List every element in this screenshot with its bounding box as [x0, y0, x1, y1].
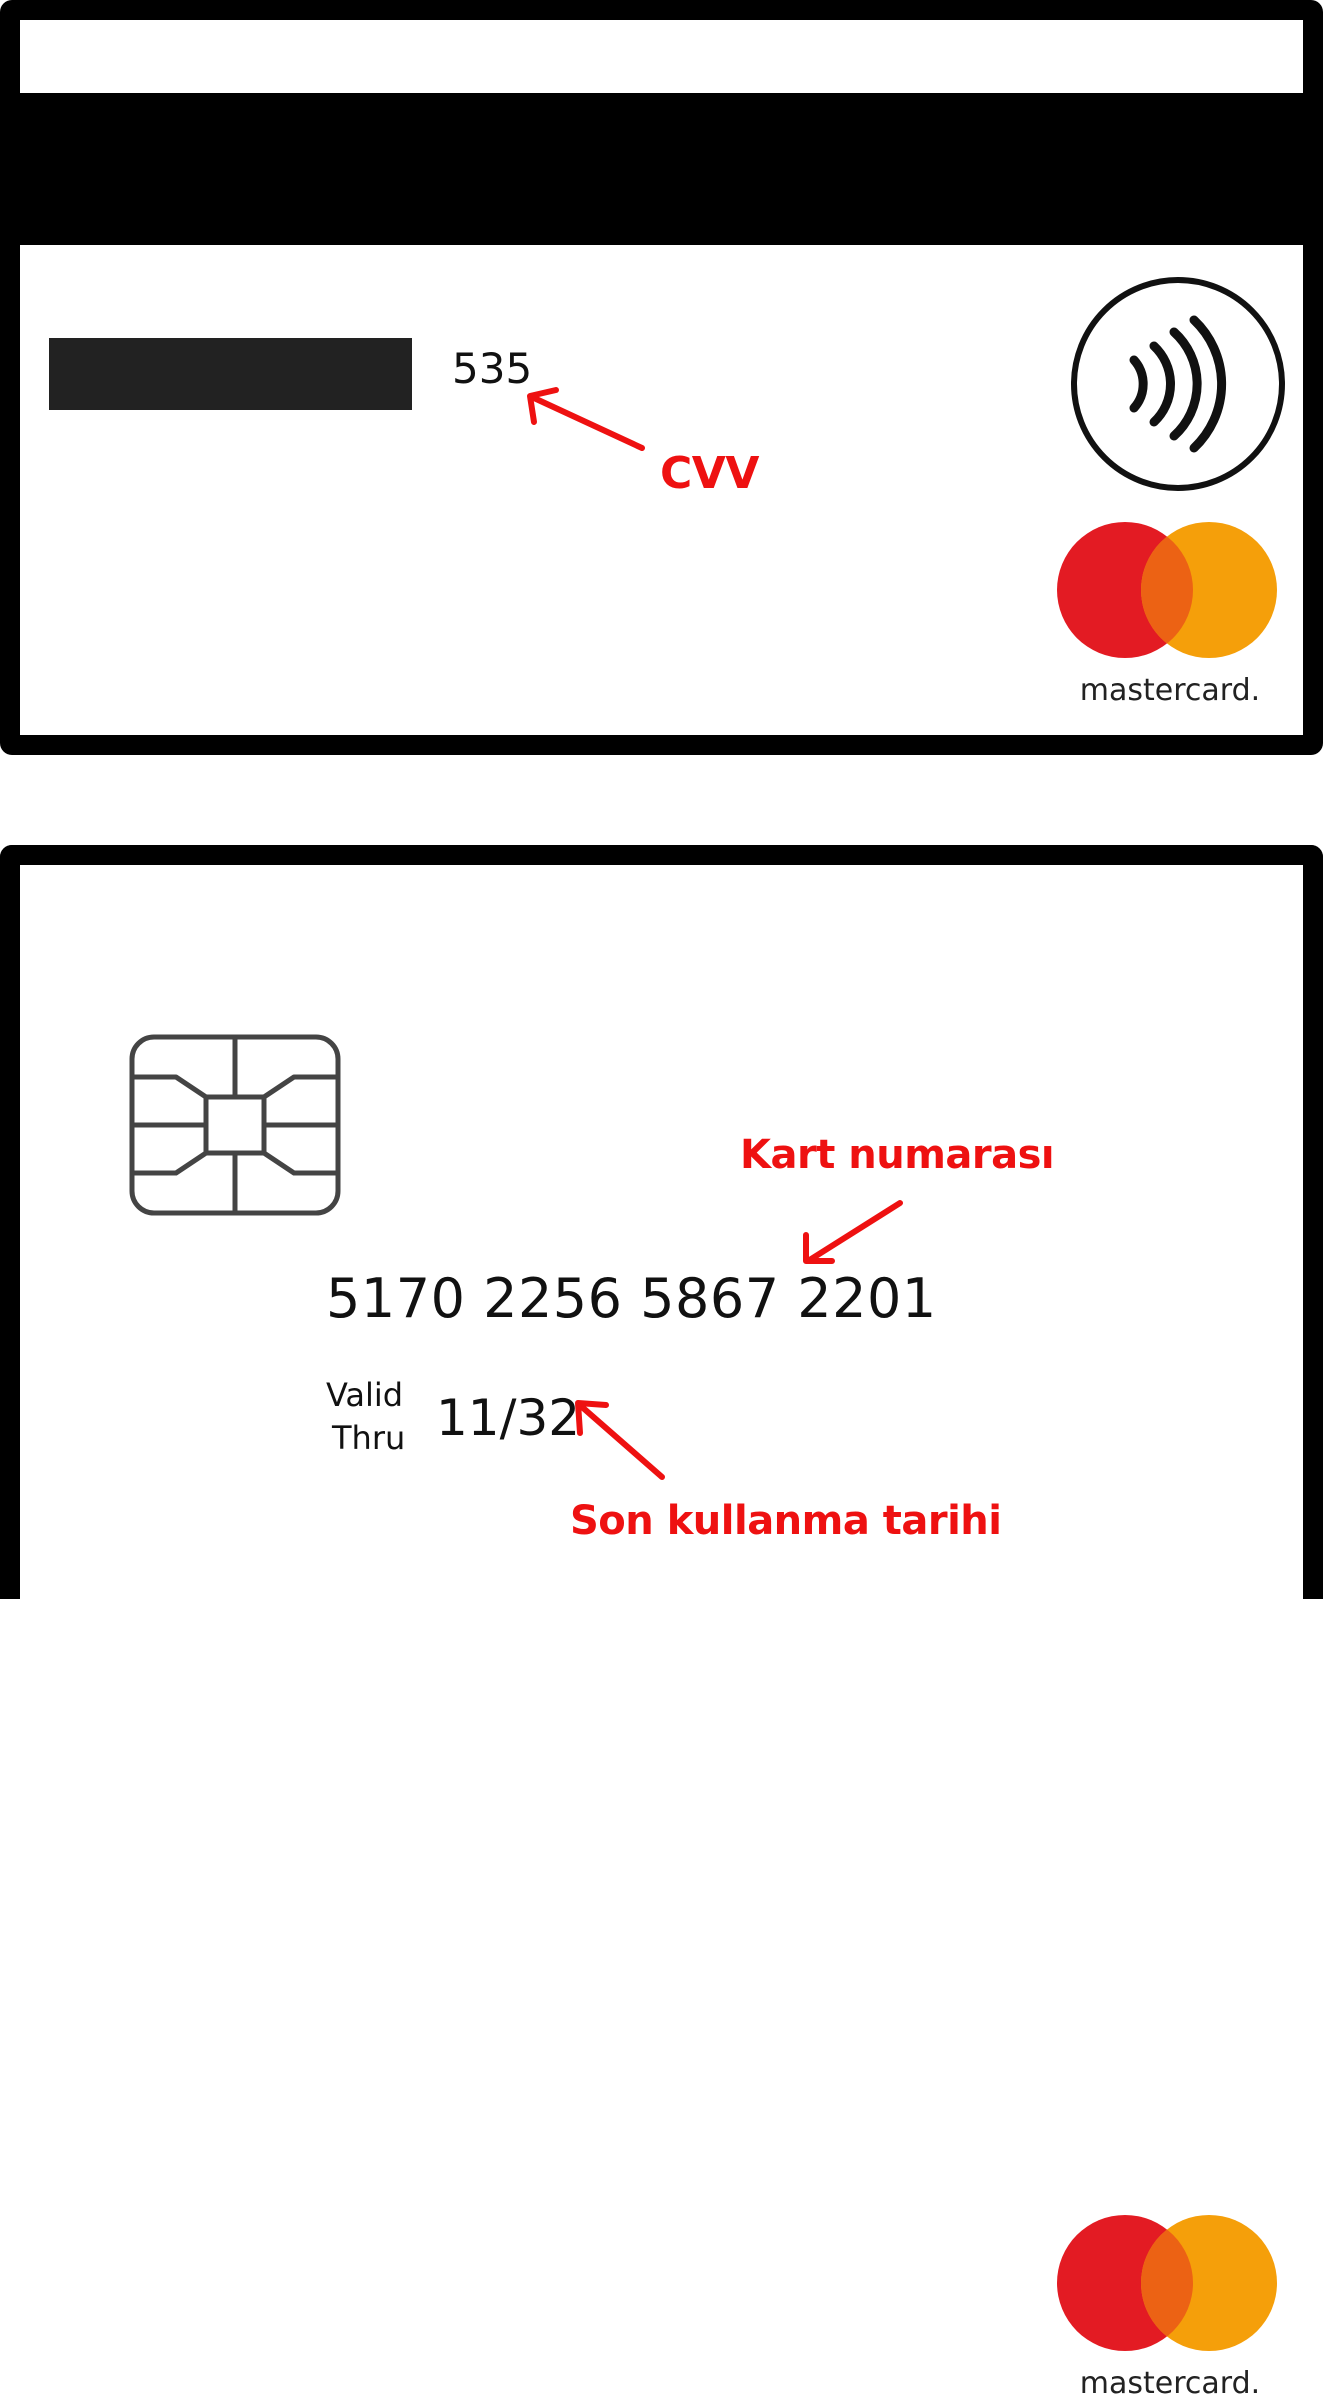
- cvv-value: 535: [452, 344, 533, 393]
- cvv-arrow-icon: [527, 387, 645, 451]
- expiry-arrow-icon: [575, 1400, 665, 1480]
- card-number-annotation: Kart numarası: [740, 1132, 1055, 1178]
- chip-icon: [129, 1034, 341, 1216]
- signature-strip: [49, 338, 412, 410]
- cvv-annotation: CVV: [660, 448, 759, 499]
- card-number: 5170 2256 5867 2201: [326, 1267, 937, 1330]
- mastercard-logo-icon: mastercard.: [1057, 522, 1277, 708]
- card-back: 535 CVV mastercard.: [0, 0, 1323, 755]
- mastercard-wordmark: mastercard.: [1080, 673, 1260, 708]
- card-number-arrow-icon: [803, 1200, 903, 1264]
- contactless-icon: [1071, 277, 1285, 491]
- valid-thru-label-line2: Thru: [332, 1419, 406, 1457]
- mastercard-wordmark: mastercard.: [1080, 2366, 1260, 2401]
- expiry-date: 11/32: [436, 1389, 581, 1447]
- expiry-annotation: Son kullanma tarihi: [570, 1498, 1002, 1544]
- card-front: Kart numarası 5170 2256 5867 2201 Valid …: [0, 845, 1323, 2401]
- mastercard-logo-icon: mastercard.: [1057, 2215, 1277, 2401]
- magnetic-stripe: [0, 93, 1323, 245]
- valid-thru-label-line1: Valid: [326, 1376, 404, 1414]
